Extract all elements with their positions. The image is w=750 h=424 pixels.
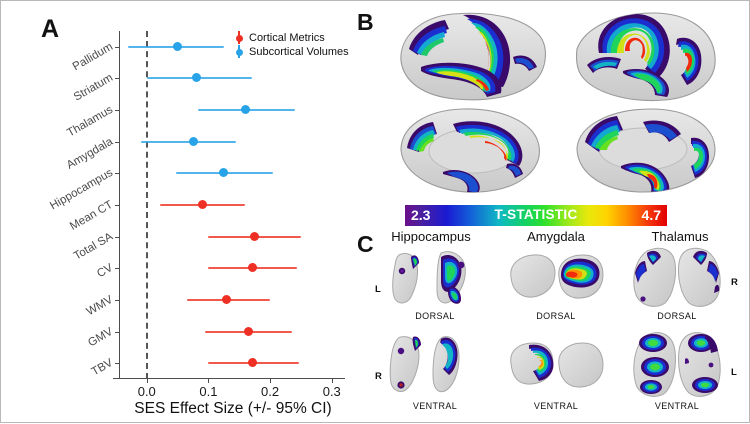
thalamus-dorsal-shape — [625, 243, 729, 309]
effect-size-point — [188, 136, 198, 146]
y-axis-label: WMV — [84, 293, 115, 319]
x-axis-tick — [270, 378, 272, 383]
y-axis-tick — [115, 299, 119, 301]
forest-row — [119, 71, 341, 85]
view-label-hippocampus-ventral: VENTRAL — [412, 401, 458, 411]
amygdala-dorsal-shape — [503, 251, 609, 305]
y-axis-tick — [115, 46, 119, 48]
y-axis-line — [119, 31, 120, 379]
forest-row — [119, 293, 341, 307]
y-axis-label: Thalamus — [65, 103, 115, 140]
x-axis-tick-label: 0.0 — [137, 384, 156, 399]
legend-entry[interactable]: Cortical Metrics — [233, 31, 349, 44]
forest-row — [119, 166, 341, 180]
x-axis-tick — [208, 378, 210, 383]
brain-lateral-left — [391, 9, 551, 104]
structure-title-amygdala: Amygdala — [527, 229, 585, 244]
y-axis-tick — [115, 110, 119, 112]
amygdala-ventral-shape — [503, 339, 609, 391]
forest-row — [119, 135, 341, 149]
y-axis-tick — [115, 268, 119, 270]
y-axis-label: TBV — [89, 356, 115, 379]
y-axis-label: CV — [95, 262, 115, 281]
panel-b-letter: B — [357, 9, 374, 35]
effect-size-point — [222, 294, 232, 304]
forest-row — [119, 261, 341, 275]
y-axis-tick — [115, 205, 119, 206]
y-axis-label: Striatum — [71, 72, 115, 105]
forest-plot-area — [119, 31, 341, 379]
side-label-hippocampus-ventral: R — [375, 371, 382, 382]
x-axis-tick — [331, 378, 333, 383]
side-label-thalamus-dorsal: R — [731, 277, 738, 288]
effect-size-point — [248, 358, 258, 368]
colorbar-gradient — [405, 205, 667, 226]
forest-row — [119, 356, 341, 370]
y-axis-tick — [115, 363, 119, 365]
forest-row — [119, 198, 341, 212]
x-axis-tick — [146, 378, 148, 383]
colorbar-max-label: 4.7 — [641, 207, 661, 223]
view-label-hippocampus-dorsal: DORSAL — [415, 311, 455, 321]
x-axis-tick-label: 0.1 — [199, 384, 218, 399]
view-label-thalamus-ventral: VENTRAL — [654, 401, 700, 411]
legend-marker-icon — [233, 45, 245, 58]
view-label-thalamus-dorsal: DORSAL — [657, 311, 697, 321]
effect-size-point — [250, 231, 260, 241]
forest-row — [119, 325, 341, 339]
thalamus-ventral-shape — [625, 329, 729, 399]
x-axis-tick-label: 0.3 — [322, 384, 341, 399]
confidence-interval-line — [140, 140, 237, 143]
effect-size-point — [219, 168, 229, 178]
structure-title-thalamus: Thalamus — [651, 229, 709, 244]
forest-row — [119, 230, 341, 244]
y-axis-tick — [115, 331, 119, 333]
effect-size-point — [173, 41, 183, 51]
brain-lateral-right — [565, 9, 725, 104]
brain-medial-right — [565, 104, 725, 196]
y-axis-tick — [115, 236, 119, 238]
colorbar-title: T-STATISTIC — [494, 207, 578, 222]
x-axis-line — [113, 378, 345, 379]
effect-size-point — [248, 263, 258, 273]
y-axis-tick — [115, 173, 119, 175]
panel-b-cortical-surfaces: B — [353, 1, 750, 201]
y-axis-tick — [115, 78, 119, 80]
effect-size-point — [240, 105, 250, 115]
x-axis-title: SES Effect Size (+/- 95% CI) — [134, 400, 332, 417]
forest-row — [119, 103, 341, 117]
t-statistic-colorbar: 2.3 T-STATISTIC 4.7 — [405, 205, 667, 226]
y-axis-label: Hippocampus — [48, 167, 116, 213]
forest-row — [119, 40, 341, 54]
brain-medial-left — [391, 104, 551, 196]
view-label-amygdala-ventral: VENTRAL — [533, 401, 579, 411]
legend-label: Cortical Metrics — [249, 31, 325, 44]
y-axis-label: Mean CT — [68, 198, 115, 233]
panel-a-letter: A — [41, 15, 60, 43]
side-label-thalamus-ventral: L — [731, 367, 737, 378]
effect-size-point — [244, 326, 253, 336]
y-axis-tick — [115, 141, 119, 143]
legend-entry[interactable]: Subcortical Volumes — [233, 45, 349, 58]
panel-c-subcortical-shapes: C Hippocampus Amygdala Thalamus — [353, 227, 750, 424]
hippocampus-dorsal-shape — [385, 247, 485, 307]
hippocampus-ventral-shape — [385, 333, 485, 395]
legend-marker-icon — [233, 31, 245, 44]
zero-reference-line — [145, 31, 148, 379]
view-label-amygdala-dorsal: DORSAL — [536, 311, 576, 321]
structure-title-hippocampus: Hippocampus — [391, 229, 471, 244]
effect-size-point — [197, 200, 207, 209]
colorbar-min-label: 2.3 — [411, 207, 431, 223]
panel-c-letter: C — [357, 231, 374, 257]
side-label-hippocampus-dorsal: L — [375, 284, 381, 295]
legend-label: Subcortical Volumes — [249, 45, 349, 58]
x-axis-tick-label: 0.2 — [261, 384, 280, 399]
effect-size-point — [191, 73, 201, 83]
